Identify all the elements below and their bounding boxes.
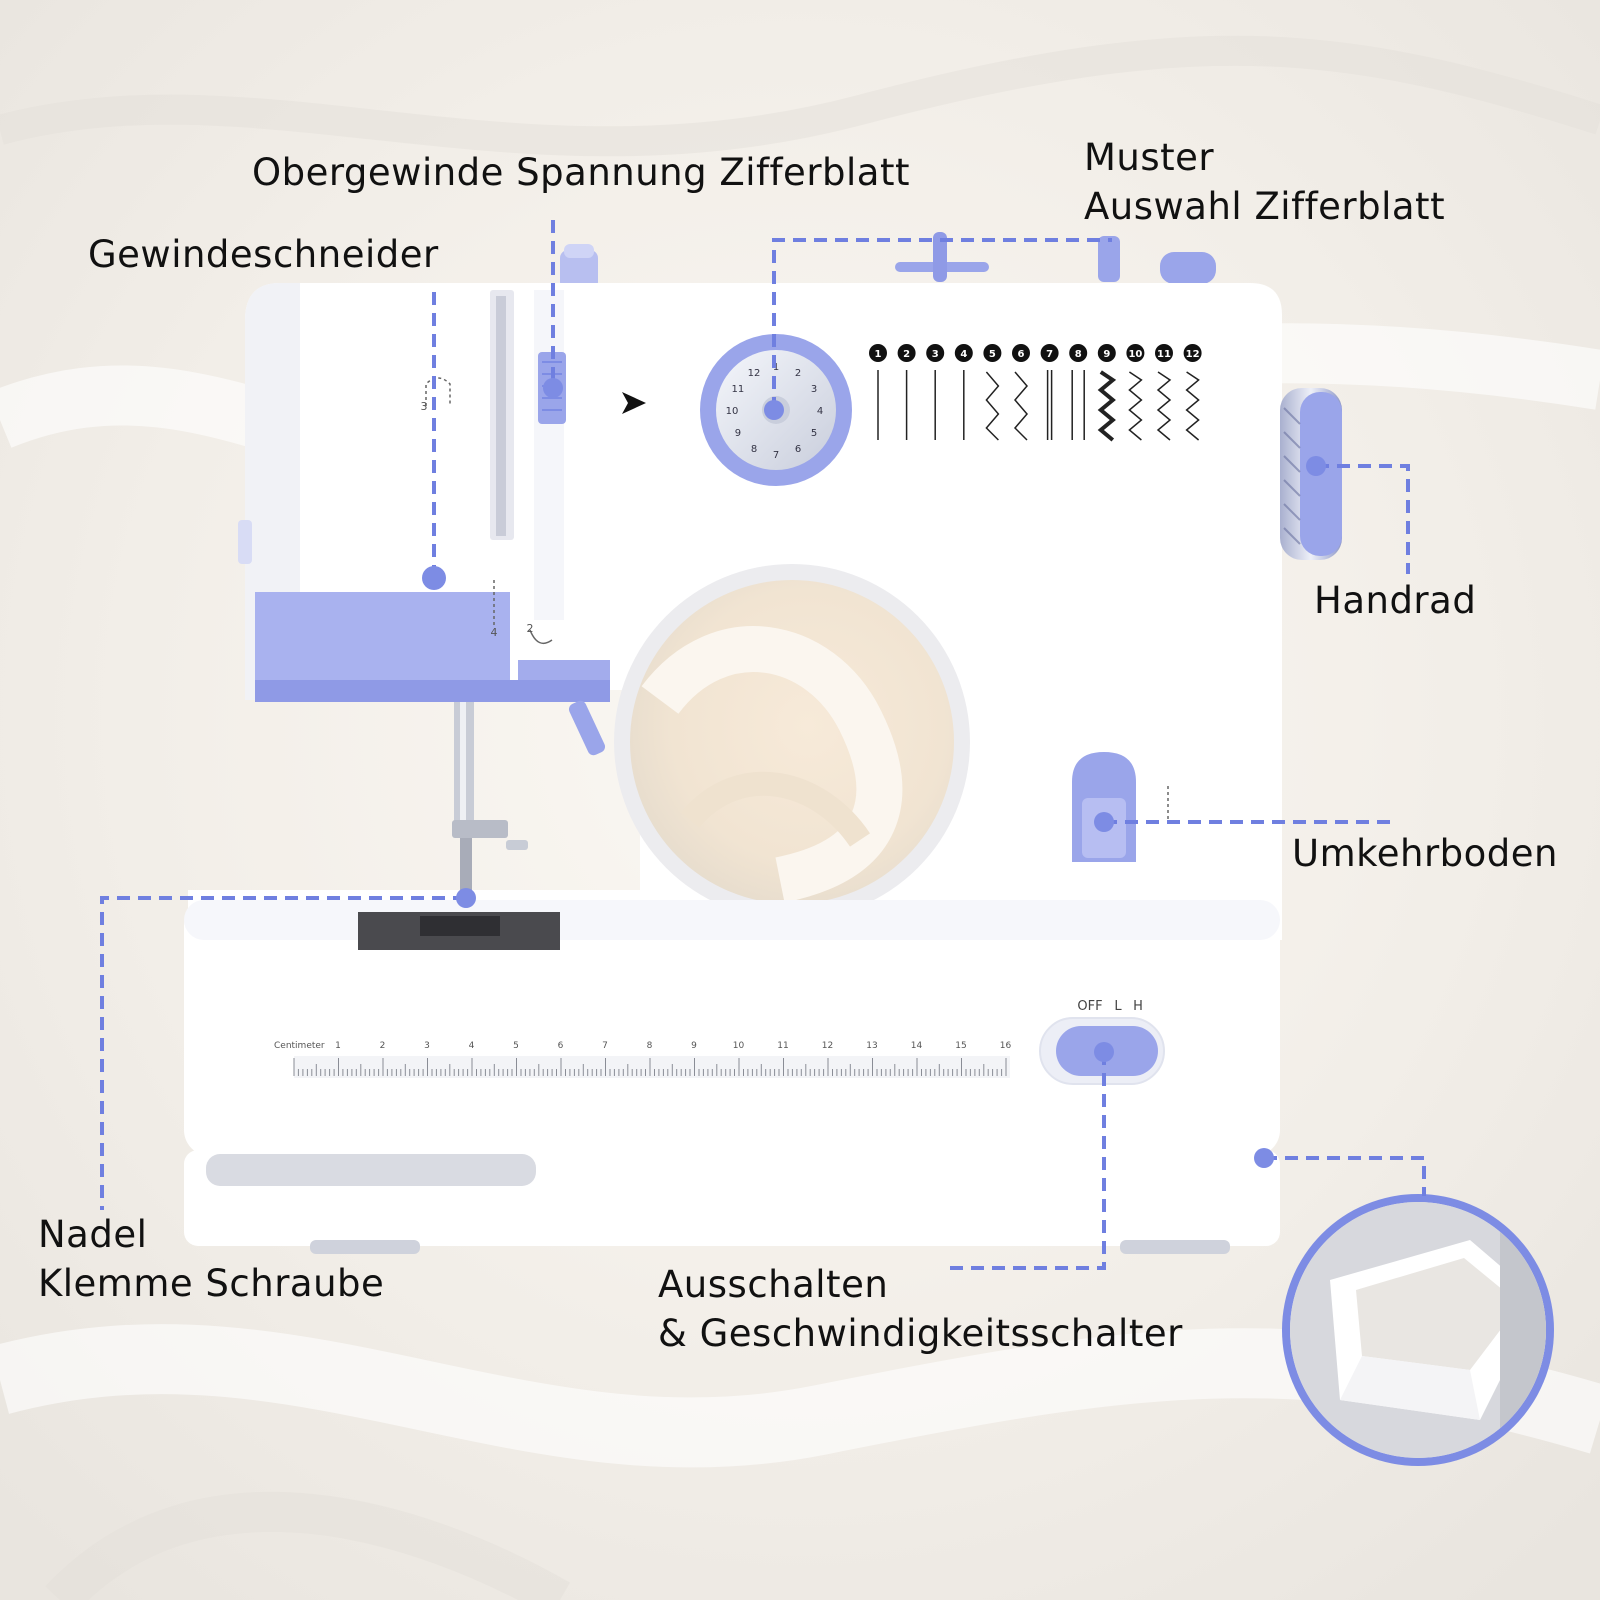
label-reverse-lever: Umkehrboden (1292, 829, 1558, 878)
label-upper-thread-tension-text: Obergewinde Spannung Zifferblatt (252, 151, 910, 194)
stitch-pattern-glyph (1128, 371, 1143, 441)
pattern-number-badge (1183, 344, 1202, 362)
label-thread-cutter-text: Gewindeschneider (88, 233, 439, 276)
pattern-number-badge (1069, 344, 1088, 362)
dial-number: 6 (795, 444, 801, 455)
label-thread-cutter: Gewindeschneider (88, 230, 439, 279)
pattern-number: 4 (960, 349, 967, 360)
ruler-number: 1 (335, 1041, 341, 1051)
stitch-pattern-glyph (1046, 370, 1053, 440)
label-pattern-selection-line2: Auswahl Zifferblatt (1084, 185, 1446, 228)
label-pattern-selection: Muster Auswahl Zifferblatt (1084, 133, 1445, 231)
stitch-pattern-glyph (1097, 370, 1117, 442)
spool-pins (560, 232, 1216, 290)
label-reverse-lever-text: Umkehrboden (1292, 832, 1558, 875)
dial-number: 12 (748, 368, 761, 379)
label-needle-clamp-screw: Nadel Klemme Schraube (38, 1210, 384, 1308)
dial-number: 10 (726, 406, 739, 417)
pattern-number-badge (1040, 344, 1059, 362)
pattern-number-badge (1155, 344, 1173, 362)
pattern-number-badge (1012, 344, 1030, 362)
pattern-number: 9 (1103, 349, 1110, 360)
dial-number: 7 (773, 450, 779, 461)
stitch-pattern-glyph (1156, 371, 1172, 441)
pattern-number: 10 (1128, 349, 1142, 360)
machine-base (184, 900, 1280, 1254)
ruler-number: 10 (733, 1041, 745, 1051)
arm-opening (614, 564, 970, 920)
label-power-speed-switch-line1: Ausschalten (658, 1263, 889, 1306)
stitch-pattern-glyph (1185, 371, 1200, 441)
accessory-drawer-inset (1282, 1194, 1554, 1466)
pattern-number-badge (1097, 344, 1116, 362)
stitch-pattern-glyph (985, 371, 1000, 441)
dial-number: 9 (735, 428, 741, 439)
ruler-number: 13 (866, 1041, 877, 1051)
switch-position-label: H (1133, 999, 1143, 1014)
thread-guide-number: 3 (421, 400, 428, 413)
stitch-pattern-glyph (1071, 370, 1085, 440)
ruler-number: 4 (469, 1041, 475, 1051)
pattern-number: 12 (1186, 349, 1200, 360)
ruler-number: 16 (1000, 1041, 1012, 1051)
pattern-number: 5 (989, 349, 996, 360)
pattern-number: 8 (1075, 349, 1082, 360)
label-pattern-selection-line1: Muster (1084, 136, 1215, 179)
thread-guide-number: 4 (491, 626, 498, 639)
dial-number: 2 (795, 368, 801, 379)
pattern-number-badge (869, 344, 887, 362)
label-handwheel: Handrad (1314, 576, 1476, 625)
dial-number: 8 (751, 444, 757, 455)
ruler-number: 6 (558, 1041, 564, 1051)
dial-number: 3 (811, 384, 817, 395)
pattern-number: 11 (1157, 349, 1171, 360)
pattern-number-badge (983, 344, 1002, 362)
ruler-strip (294, 1056, 1010, 1078)
ruler-number: 3 (424, 1041, 430, 1051)
dial-number: 5 (811, 428, 817, 439)
ruler-number: 9 (691, 1041, 697, 1051)
dial-number: 11 (732, 384, 745, 395)
pattern-number: 1 (875, 349, 882, 360)
ruler-number: 5 (513, 1041, 519, 1051)
label-needle-clamp-screw-line1: Nadel (38, 1213, 148, 1256)
ruler-number: 14 (911, 1041, 923, 1051)
ruler-number: 15 (955, 1041, 966, 1051)
stitch-pattern-glyph (1013, 371, 1028, 441)
switch-position-label: L (1114, 999, 1122, 1014)
label-power-speed-switch-line2: & Geschwindigkeitsschalter (658, 1312, 1183, 1355)
pattern-number: 6 (1018, 349, 1025, 360)
ruler-number: 2 (380, 1041, 386, 1051)
pattern-number: 3 (932, 349, 939, 360)
ruler-number: 12 (822, 1041, 833, 1051)
label-upper-thread-tension: Obergewinde Spannung Zifferblatt (252, 148, 910, 197)
pattern-number: 2 (903, 349, 910, 360)
label-handwheel-text: Handrad (1314, 579, 1477, 622)
callout-leader-lines (100, 220, 1426, 1270)
pattern-number-badge (954, 344, 973, 362)
label-power-speed-switch: Ausschalten & Geschwindigkeitsschalter (658, 1260, 1183, 1358)
ruler-caption: Centimeter (274, 1041, 325, 1051)
ruler-number: 11 (777, 1041, 788, 1051)
needle-assembly (452, 700, 606, 894)
ruler-number: 7 (602, 1041, 608, 1051)
label-needle-clamp-screw-line2: Klemme Schraube (38, 1262, 385, 1305)
dial-number: 4 (817, 406, 823, 417)
thread-guide-number: 2 (527, 622, 534, 635)
ruler-number: 8 (647, 1041, 653, 1051)
pattern-number-badge (1126, 344, 1145, 362)
pattern-number-badge (897, 344, 916, 362)
pattern-number: 7 (1046, 349, 1053, 360)
pattern-number-badge (926, 344, 945, 362)
switch-position-label: OFF (1077, 999, 1102, 1014)
